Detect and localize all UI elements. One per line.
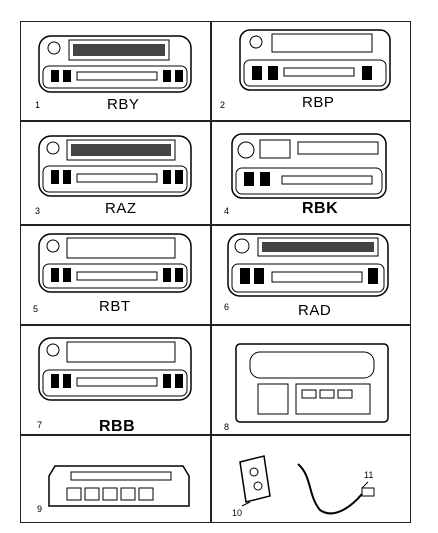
cell-radio-1: 1 RBY — [20, 21, 211, 121]
radio-rbt-drawing — [38, 233, 192, 293]
cell-radio-4: 4 RBK — [211, 121, 411, 225]
callout-connector: 10 — [232, 508, 243, 518]
cell-radio-3: 3 RAZ — [20, 121, 211, 225]
callout-harness: 11 — [364, 470, 374, 480]
harness-drawing — [239, 455, 375, 515]
radio-code: RAD — [298, 302, 332, 319]
parts-grid: 1 RBY 2 RBP 3 RAZ — [20, 21, 411, 523]
cell-radio-5: 5 RBT — [20, 225, 211, 325]
item-number: 1 — [35, 100, 41, 110]
item-number: 3 — [35, 206, 41, 216]
radio-code: RBP — [302, 94, 335, 111]
cell-harness-10-11: 10 11 — [211, 435, 411, 523]
item-number: 7 — [37, 420, 43, 430]
radio-rad-drawing — [227, 233, 389, 297]
item-number: 9 — [37, 504, 43, 514]
item-number: 5 — [33, 304, 39, 314]
bezel-drawing — [235, 343, 389, 423]
radio-raz-drawing — [38, 135, 192, 197]
cell-radio-2: 2 RBP — [211, 21, 411, 121]
radio-rbp-drawing — [239, 29, 391, 91]
radio-code: RBB — [99, 418, 136, 435]
cell-radio-7: 7 RBB — [20, 325, 211, 435]
cd-player-drawing — [48, 465, 190, 507]
item-number: 2 — [220, 100, 226, 110]
radio-rbk-drawing — [231, 133, 387, 199]
radio-code: RBK — [302, 200, 339, 217]
radio-code: RAZ — [105, 200, 137, 217]
item-number: 6 — [224, 302, 230, 312]
radio-rby-drawing — [38, 35, 192, 93]
cell-bezel-8: 8 — [211, 325, 411, 435]
item-number: 8 — [224, 422, 230, 432]
radio-code: RBT — [99, 298, 131, 315]
radio-rbb-drawing — [38, 337, 192, 401]
radio-code: RBY — [107, 96, 140, 113]
item-number: 4 — [224, 206, 230, 216]
cell-cd-player-9: 9 — [20, 435, 211, 523]
cell-radio-6: 6 RAD — [211, 225, 411, 325]
